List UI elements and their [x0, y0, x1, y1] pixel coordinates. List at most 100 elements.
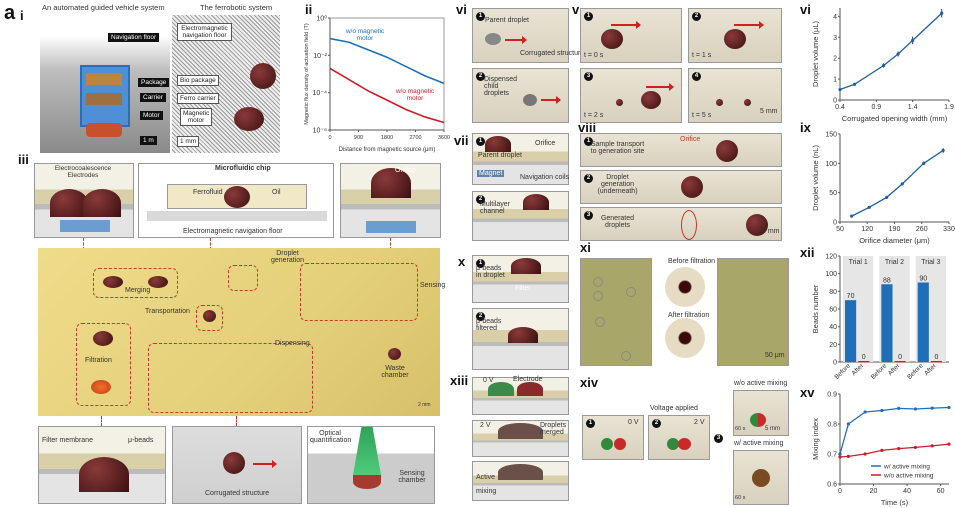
x-tick-label: 1.4 — [908, 104, 918, 111]
electrode-label: Electrode — [513, 376, 543, 383]
x-category-label: Before — [870, 362, 889, 381]
package-tag: Package — [138, 78, 170, 87]
magnet-label: Magnet — [477, 170, 505, 177]
y-axis-label: Magnetic flux density of actuation field… — [304, 23, 310, 125]
step-number: 3 — [584, 211, 593, 220]
corrugated-structure-label: Corrugated structure — [520, 50, 585, 57]
waste-droplet — [388, 348, 401, 360]
bio-package-zoom — [250, 63, 276, 89]
merged-label: Droplets merged — [540, 422, 567, 436]
time-1: t = 0 s — [584, 52, 604, 59]
time-4: t = 5 s — [692, 112, 712, 119]
panel-label-x: x — [458, 254, 466, 269]
chip-photo — [38, 248, 440, 416]
sensing-region — [300, 263, 418, 321]
electrocoalescence-label: Electrocoalescence Electrodes — [54, 165, 112, 179]
timelapse-4: 4 — [688, 68, 782, 123]
x-tick-label: 900 — [354, 135, 363, 141]
x-tick-label: 60 — [937, 488, 945, 495]
droplet-right — [83, 189, 121, 217]
droplet — [79, 457, 129, 492]
panel-label-v: v — [572, 2, 580, 17]
step-number: 3 — [584, 72, 593, 81]
ferrofluid-droplet — [224, 186, 250, 208]
mag-motor-tag: Magnetic motor — [180, 108, 212, 127]
x-category-label: Before — [906, 362, 925, 381]
data-point — [838, 452, 842, 456]
panel-label-iii: iii — [18, 152, 29, 167]
bar-value-label: 88 — [883, 277, 891, 284]
sensing-droplet — [353, 475, 381, 489]
time-2: t = 1 s — [692, 52, 712, 59]
time-3: t = 2 s — [584, 112, 604, 119]
data-point — [896, 52, 900, 56]
data-point — [882, 63, 886, 68]
filter-membrane-label: Filter membrane — [42, 437, 93, 444]
droplet — [485, 33, 501, 45]
data-point — [911, 38, 915, 43]
y-tick-label: 0.9 — [827, 392, 837, 399]
parent-droplet — [371, 168, 411, 198]
dispense-step-2: 2 — [472, 68, 569, 123]
y-tick-label: 10⁻⁶ — [313, 128, 327, 135]
navigation-floor-layer — [147, 211, 327, 221]
panel-label-viii: viii — [578, 120, 597, 135]
generation-region — [228, 265, 258, 291]
data-point — [900, 182, 904, 186]
data-point — [880, 408, 884, 413]
ferro-carrier-droplet — [234, 107, 264, 131]
panel-label-iv: vi — [456, 2, 467, 17]
droplet — [203, 310, 216, 322]
parent-droplet-label: Parent droplet — [485, 17, 529, 24]
mixing-label: mixing — [476, 488, 497, 495]
step-number: 1 — [584, 12, 593, 21]
arrow-icon — [505, 36, 527, 44]
y-tick-label: 0 — [833, 220, 837, 227]
nav-floor-tag: Navigation floor — [108, 33, 160, 42]
filter-label: Filter — [515, 285, 531, 292]
x-tick-label: 0 — [328, 135, 331, 141]
mixed-droplet — [752, 469, 770, 487]
orifice-label: Orifice — [395, 167, 416, 174]
corrugated-label: Corrugated structure — [205, 490, 270, 497]
dispensing-label: Dispensing — [275, 340, 310, 347]
droplet — [716, 99, 723, 106]
optical-beam — [353, 427, 381, 475]
panel-label-vi: vi — [800, 2, 811, 17]
chart-ii-note-lower: w/o magnetic motor — [395, 88, 435, 102]
step-number: 4 — [692, 72, 701, 81]
x-axis-label: Distance from magnetic source (μm) — [339, 147, 436, 153]
motor-tag: Motor — [140, 111, 163, 120]
sensing-chamber-label: Sensing chamber — [398, 470, 426, 484]
t60-without: 60 s — [735, 426, 746, 432]
x-axis-label: Orifice diameter (μm) — [859, 236, 930, 245]
series-line — [839, 406, 950, 455]
bar-value-label: 0 — [934, 354, 938, 361]
data-point — [922, 161, 926, 165]
orifice-label-viii: Orifice — [680, 136, 701, 143]
xiv-scale-bar: 5 mm — [765, 426, 780, 432]
dispense-step-1: 1 — [472, 8, 569, 63]
timelapse-3: 3 — [580, 68, 682, 123]
connector — [83, 238, 84, 250]
viii-step-1-label: Sample transport to generation site — [590, 141, 645, 155]
beads-micrograph-after — [717, 258, 789, 366]
data-point — [930, 406, 934, 410]
droplet — [616, 99, 623, 106]
series-line — [329, 37, 445, 85]
data-point — [863, 452, 867, 456]
v-scale-bar: 5 mm — [760, 108, 778, 115]
panel-label-ix: ix — [800, 120, 811, 135]
viii-scale-bar: 5 mm — [762, 228, 780, 235]
merging-label: Merging — [125, 287, 151, 294]
bar — [917, 282, 929, 362]
trial-label: Trial 2 — [885, 259, 904, 266]
red-droplet — [517, 382, 543, 396]
beads-in-droplet-label: μ-beads in droplet — [476, 265, 505, 279]
droplet — [724, 29, 746, 49]
data-point — [838, 87, 842, 92]
bio-package-tag: Bio package — [177, 75, 219, 87]
bead — [593, 277, 603, 287]
droplet — [93, 331, 113, 346]
